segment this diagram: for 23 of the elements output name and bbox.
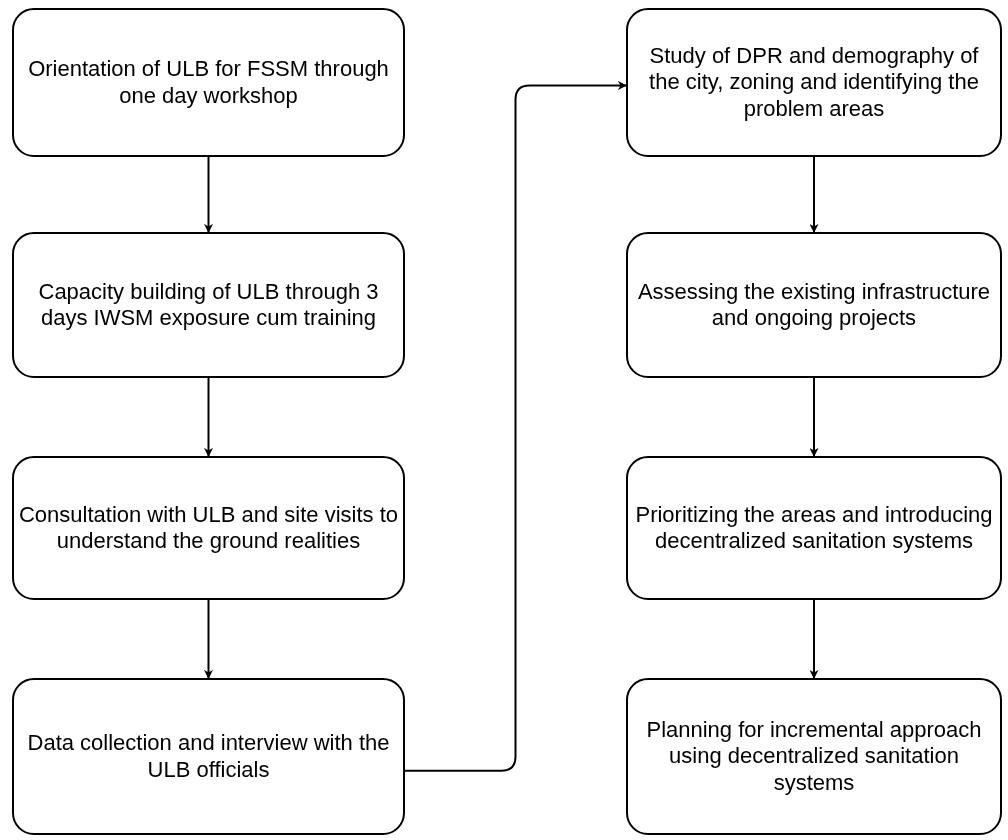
- step-text: Study of DPR and demography of the city, zoning and identifying the problem areas: [648, 42, 980, 123]
- process-box: [12, 678, 405, 835]
- arrow: [809, 377, 819, 457]
- process-box: [626, 8, 1002, 157]
- step-text: Planning for incremental approach using decentralized sanitation systems: [645, 716, 983, 797]
- step-text: Consultation with ULB and site visits to understand the ground realities: [18, 501, 399, 555]
- step-text: Capacity building of ULB through 3 days IWSM exposure cum training: [37, 278, 380, 332]
- arrow: [809, 156, 819, 233]
- step-text: Orientation of ULB for FSSM through one day workshop: [27, 56, 390, 109]
- step-text: Assessing the existing infrastructure and ongoing projects: [636, 278, 992, 332]
- process-box: [12, 232, 405, 378]
- arrow: [204, 377, 213, 457]
- arrow: [809, 599, 819, 679]
- arrow: [404, 81, 627, 772]
- step-text: Data collection and interview with the ULB officials: [26, 730, 391, 783]
- process-box: [626, 678, 1002, 835]
- arrow: [204, 599, 213, 679]
- process-box: [626, 232, 1002, 378]
- arrow: [204, 156, 213, 233]
- step-text: Prioritizing the areas and introducing decentralized sanitation systems: [634, 501, 994, 555]
- process-box: [626, 456, 1002, 600]
- process-box: [12, 8, 405, 157]
- process-box: [12, 456, 405, 600]
